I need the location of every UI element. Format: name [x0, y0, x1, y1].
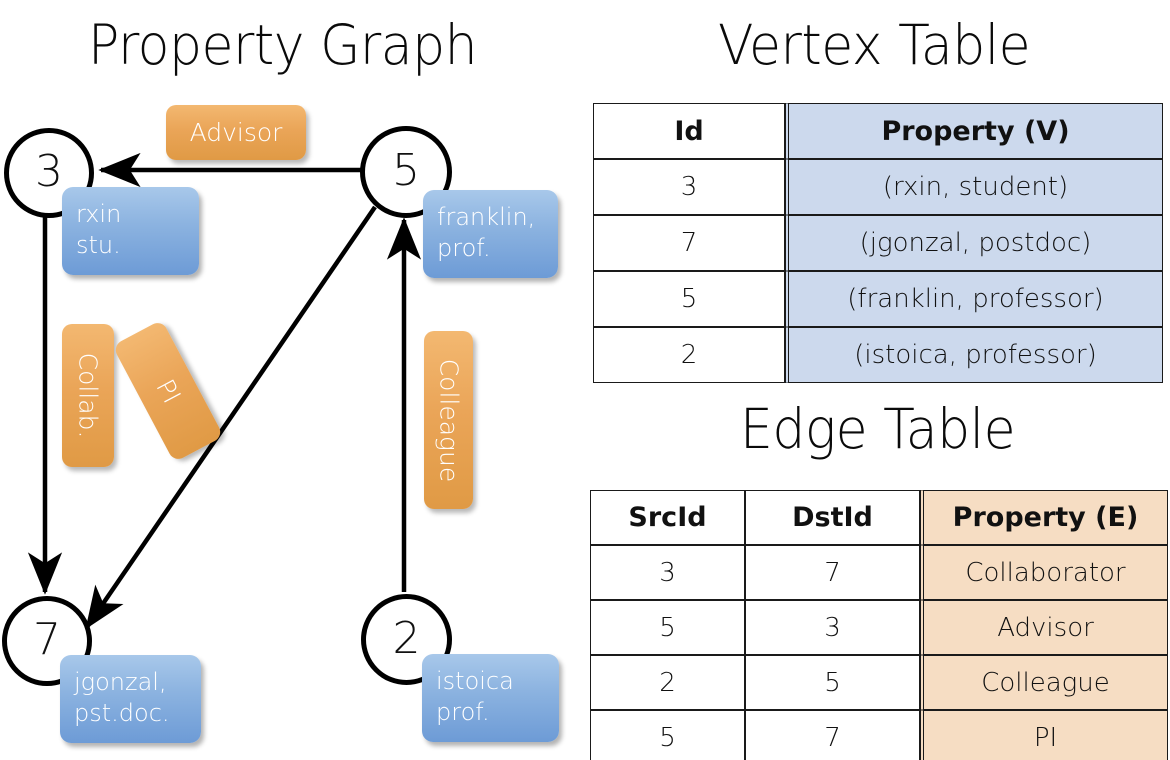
vertex-cell-id: 5 — [593, 271, 785, 327]
edge-label-box-advisor: Advisor — [166, 105, 306, 160]
edge-cell-srcid: 3 — [590, 545, 745, 600]
edge-cell-property: Advisor — [920, 600, 1168, 655]
page-title-edge-table: Edge Table — [740, 398, 1016, 462]
vertex-cell-property: (franklin, professor) — [785, 271, 1163, 327]
edge-table: SrcId DstId Property (E) 3 7 Collaborato… — [590, 490, 1168, 760]
edge-cell-dstid: 7 — [745, 710, 920, 760]
table-row[interactable]: 3 7 Collaborator — [590, 545, 1168, 600]
edge-cell-property: Colleague — [920, 655, 1168, 710]
vertex-table: Id Property (V) 3 (rxin, student) 7 (jgo… — [593, 103, 1163, 383]
edge-table-header-srcid: SrcId — [590, 490, 745, 545]
vertex-property-box-istoica: istoica prof. — [422, 654, 559, 742]
edge-5-to-7-pi — [85, 205, 377, 630]
vertex-property-box-rxin: rxin stu. — [62, 187, 199, 275]
table-row[interactable]: 5 (franklin, professor) — [593, 271, 1163, 327]
edge-label-pi-text: PI — [149, 374, 187, 408]
vertex-cell-id: 2 — [593, 327, 785, 383]
edge-label-advisor-text: Advisor — [189, 118, 283, 147]
vertex-property-box-jgonzal: jgonzal, pst.doc. — [60, 655, 201, 743]
vertex-table-header-property: Property (V) — [785, 103, 1163, 159]
edge-table-header-row: SrcId DstId Property (E) — [590, 490, 1168, 545]
graph-node-2[interactable]: 2 — [361, 594, 452, 685]
vertex-property-box-franklin: franklin, prof. — [423, 190, 558, 278]
edge-cell-property: Collaborator — [920, 545, 1168, 600]
table-row[interactable]: 5 7 PI — [590, 710, 1168, 760]
graph-node-3-label: 3 — [35, 146, 63, 197]
edge-cell-dstid: 5 — [745, 655, 920, 710]
graph-node-5[interactable]: 5 — [360, 126, 452, 218]
vertex-cell-property: (istoica, professor) — [785, 327, 1163, 383]
edge-cell-property: PI — [920, 710, 1168, 760]
edge-table-header-dstid: DstId — [745, 490, 920, 545]
vertex-table-header-id: Id — [593, 103, 785, 159]
page-title-vertex-table: Vertex Table — [718, 14, 1031, 78]
graph-node-2-label: 2 — [392, 612, 421, 664]
edge-cell-srcid: 2 — [590, 655, 745, 710]
vertex-cell-id: 7 — [593, 215, 785, 271]
page-title-property-graph: Property Graph — [88, 14, 478, 78]
property-graph-diagram: 3 5 7 2 rxin stu. franklin, prof. jgonza… — [2, 105, 559, 743]
vertex-cell-id: 3 — [593, 159, 785, 215]
vertex-cell-property: (jgonzal, postdoc) — [785, 215, 1163, 271]
table-row[interactable]: 7 (jgonzal, postdoc) — [593, 215, 1163, 271]
graph-edges-svg — [27, 152, 422, 630]
vertex-cell-property: (rxin, student) — [785, 159, 1163, 215]
table-row[interactable]: 5 3 Advisor — [590, 600, 1168, 655]
edge-cell-dstid: 3 — [745, 600, 920, 655]
edge-cell-srcid: 5 — [590, 710, 745, 760]
edge-label-collab-text: Collab. — [73, 352, 103, 439]
edge-label-box-collab: Collab. — [62, 324, 114, 467]
edge-cell-srcid: 5 — [590, 600, 745, 655]
table-row[interactable]: 3 (rxin, student) — [593, 159, 1163, 215]
vertex-table-header-row: Id Property (V) — [593, 103, 1163, 159]
graph-node-7-label: 7 — [33, 614, 61, 665]
graph-node-5-label: 5 — [392, 145, 420, 196]
table-row[interactable]: 2 5 Colleague — [590, 655, 1168, 710]
edge-label-colleague-text: Colleague — [434, 358, 464, 482]
edge-table-header-property: Property (E) — [920, 490, 1168, 545]
edge-label-box-colleague: Colleague — [424, 331, 473, 509]
edge-cell-dstid: 7 — [745, 545, 920, 600]
table-row[interactable]: 2 (istoica, professor) — [593, 327, 1163, 383]
